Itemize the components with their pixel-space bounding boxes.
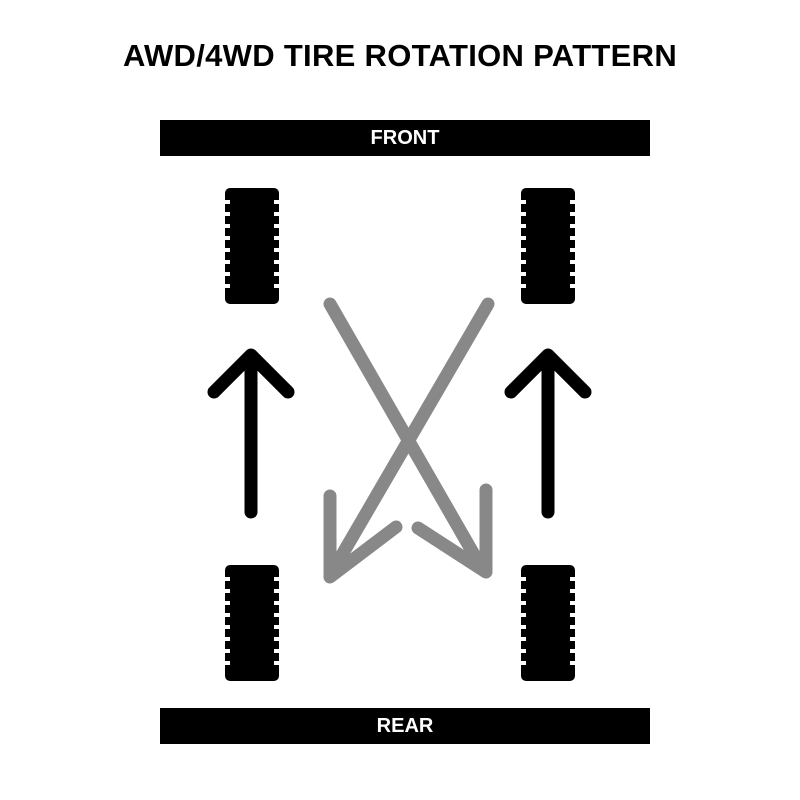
tire-icon-front-left (224, 188, 280, 304)
arrow-up-icon-right (504, 348, 592, 519)
rear-label: REAR (376, 715, 434, 737)
tire-icon-front-right (520, 188, 576, 304)
diagonal-arrow-icon-to-rear-left (323, 297, 495, 584)
diagram-title: AWD/4WD TIRE ROTATION PATTERN (122, 38, 678, 73)
front-bar: FRONT (160, 120, 650, 156)
front-label: FRONT (370, 127, 440, 149)
tire-icon-rear-left (224, 565, 280, 681)
rear-bar: REAR (160, 708, 650, 744)
tire-icon-rear-right (520, 565, 576, 681)
arrow-up-icon-left (207, 348, 295, 519)
